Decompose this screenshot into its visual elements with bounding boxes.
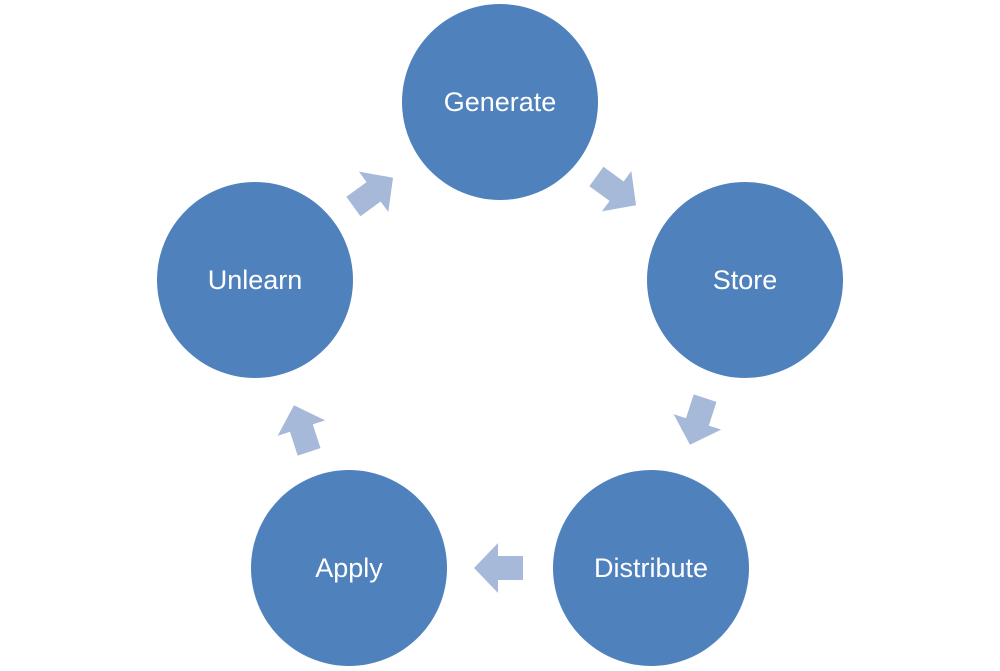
node-store-label: Store <box>713 265 778 295</box>
node-generate-circle <box>402 4 598 200</box>
node-apply: Apply <box>251 470 447 666</box>
node-store-circle <box>647 182 843 378</box>
node-apply-circle <box>251 470 447 666</box>
node-store: Store <box>647 182 843 378</box>
node-distribute: Distribute <box>553 470 749 666</box>
arrow-store-to-distribute <box>673 394 722 445</box>
arrow-unlearn-to-generate <box>346 171 394 217</box>
node-apply-label: Apply <box>315 553 383 583</box>
node-unlearn-circle <box>157 182 353 378</box>
node-distribute-label: Distribute <box>594 553 708 583</box>
node-generate: Generate <box>402 4 598 200</box>
node-unlearn-label: Unlearn <box>208 265 303 295</box>
arrow-distribute-to-apply <box>474 543 523 593</box>
arrow-generate-to-store <box>589 166 637 212</box>
arrow-apply-to-unlearn <box>277 405 326 456</box>
node-distribute-circle <box>553 470 749 666</box>
node-generate-label: Generate <box>444 87 557 117</box>
node-unlearn: Unlearn <box>157 182 353 378</box>
